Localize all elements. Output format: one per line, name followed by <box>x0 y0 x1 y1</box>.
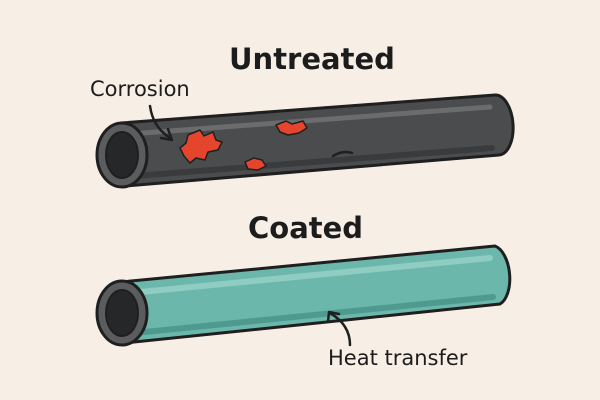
coated-pipe-highlight <box>127 255 493 296</box>
untreated-pipe-highlight <box>127 104 493 137</box>
coated-pipe-body <box>119 244 512 345</box>
heat-transfer-arrowhead <box>326 310 341 324</box>
corrosion-label: Corrosion <box>90 77 190 101</box>
untreated-pipe-body <box>119 93 515 188</box>
heat-transfer-label: Heat transfer <box>328 346 468 370</box>
untreated-title: Untreated <box>229 42 395 76</box>
corrosion-spot <box>179 129 223 164</box>
coated-title: Coated <box>248 211 364 245</box>
corrosion-spot <box>275 120 308 136</box>
untreated-pipe-opening-hole <box>105 131 139 179</box>
corrosion-arrow <box>148 104 172 140</box>
coated-pipe-shade <box>132 294 496 336</box>
coated-pipe-opening-hole <box>105 289 139 337</box>
heat-transfer-arrow <box>328 311 352 347</box>
coated-pipe <box>95 244 512 347</box>
corrosion-arrowhead <box>159 127 174 142</box>
untreated-pipe-shade <box>132 145 495 179</box>
corrosion-mark <box>331 150 354 158</box>
untreated-pipe <box>95 93 515 189</box>
corrosion-spot <box>244 157 267 171</box>
